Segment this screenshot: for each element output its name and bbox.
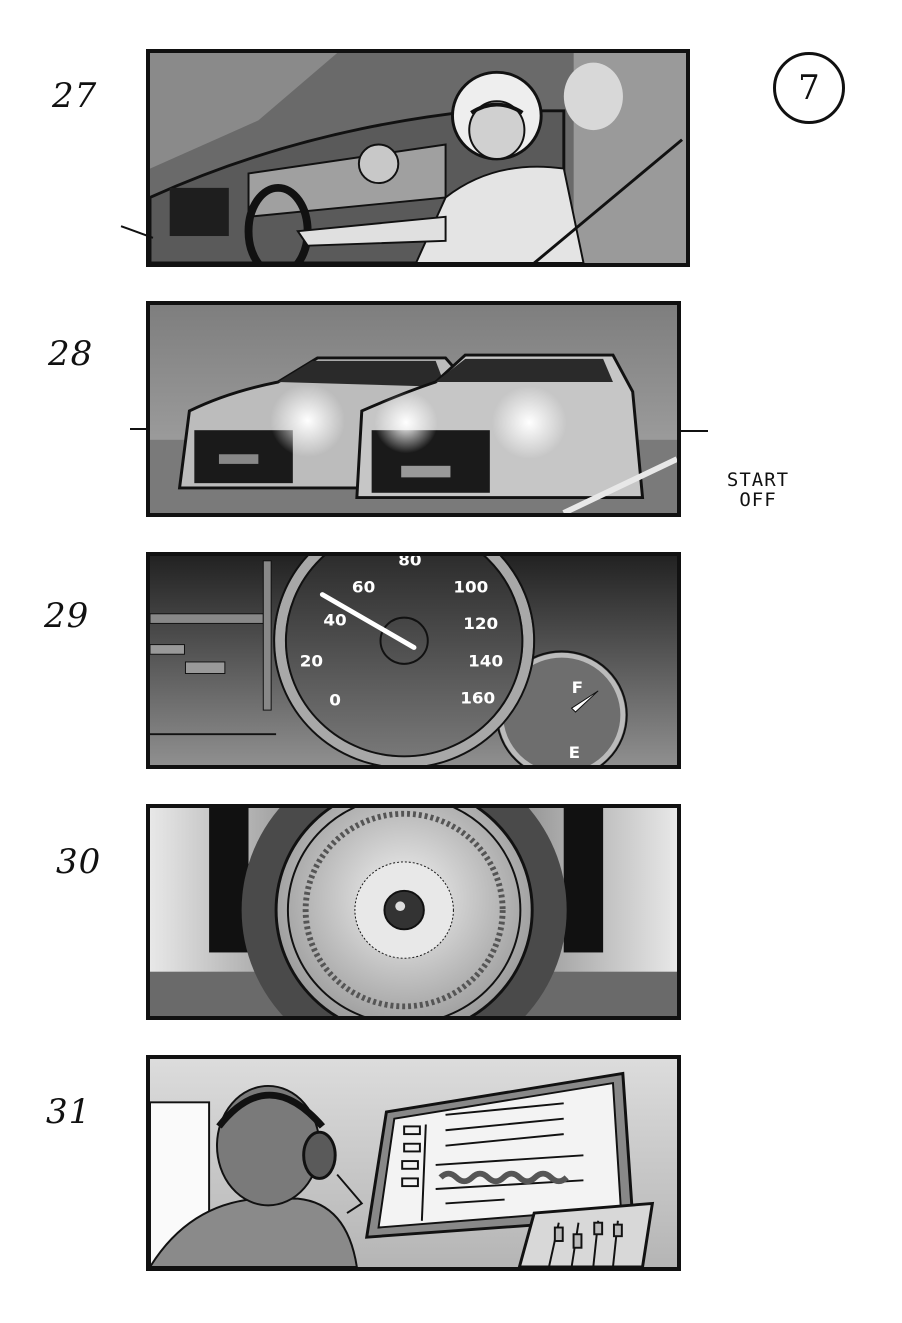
frame-number-30: 30 xyxy=(56,842,102,882)
scene-speedometer: 0 20 40 60 80 100 120 140 160 F E xyxy=(150,556,677,765)
tick-0: 0 xyxy=(329,690,341,709)
panel-29: 0 20 40 60 80 100 120 140 160 F E xyxy=(146,552,681,769)
fuel-full-label: F xyxy=(572,678,583,697)
tick-120: 120 xyxy=(463,614,498,633)
page-number-badge: 7 xyxy=(773,52,845,124)
cut-line-right xyxy=(680,430,708,432)
scene-cars-start xyxy=(150,305,677,513)
panel-30 xyxy=(146,804,681,1020)
scene-technician-monitor xyxy=(150,1059,677,1267)
tick-20: 20 xyxy=(300,652,323,671)
cut-line-left xyxy=(130,428,150,430)
tick-160: 160 xyxy=(460,689,495,708)
fuel-empty-label: E xyxy=(569,743,580,762)
tick-60: 60 xyxy=(352,578,375,597)
frame-number-29: 29 xyxy=(44,596,90,636)
scene-wheel xyxy=(150,808,677,1016)
frame-number-28: 28 xyxy=(48,334,94,374)
page-number: 7 xyxy=(798,68,820,108)
tick-100: 100 xyxy=(453,578,488,597)
panel-31 xyxy=(146,1055,681,1271)
tick-140: 140 xyxy=(468,652,503,671)
frame-number-31: 31 xyxy=(46,1092,92,1132)
frame-number-27: 27 xyxy=(52,76,98,116)
tick-40: 40 xyxy=(323,611,346,630)
panel-28 xyxy=(146,301,681,517)
scene-driver-in-car xyxy=(150,53,686,263)
tick-80: 80 xyxy=(398,556,421,570)
panel-27 xyxy=(146,49,690,267)
